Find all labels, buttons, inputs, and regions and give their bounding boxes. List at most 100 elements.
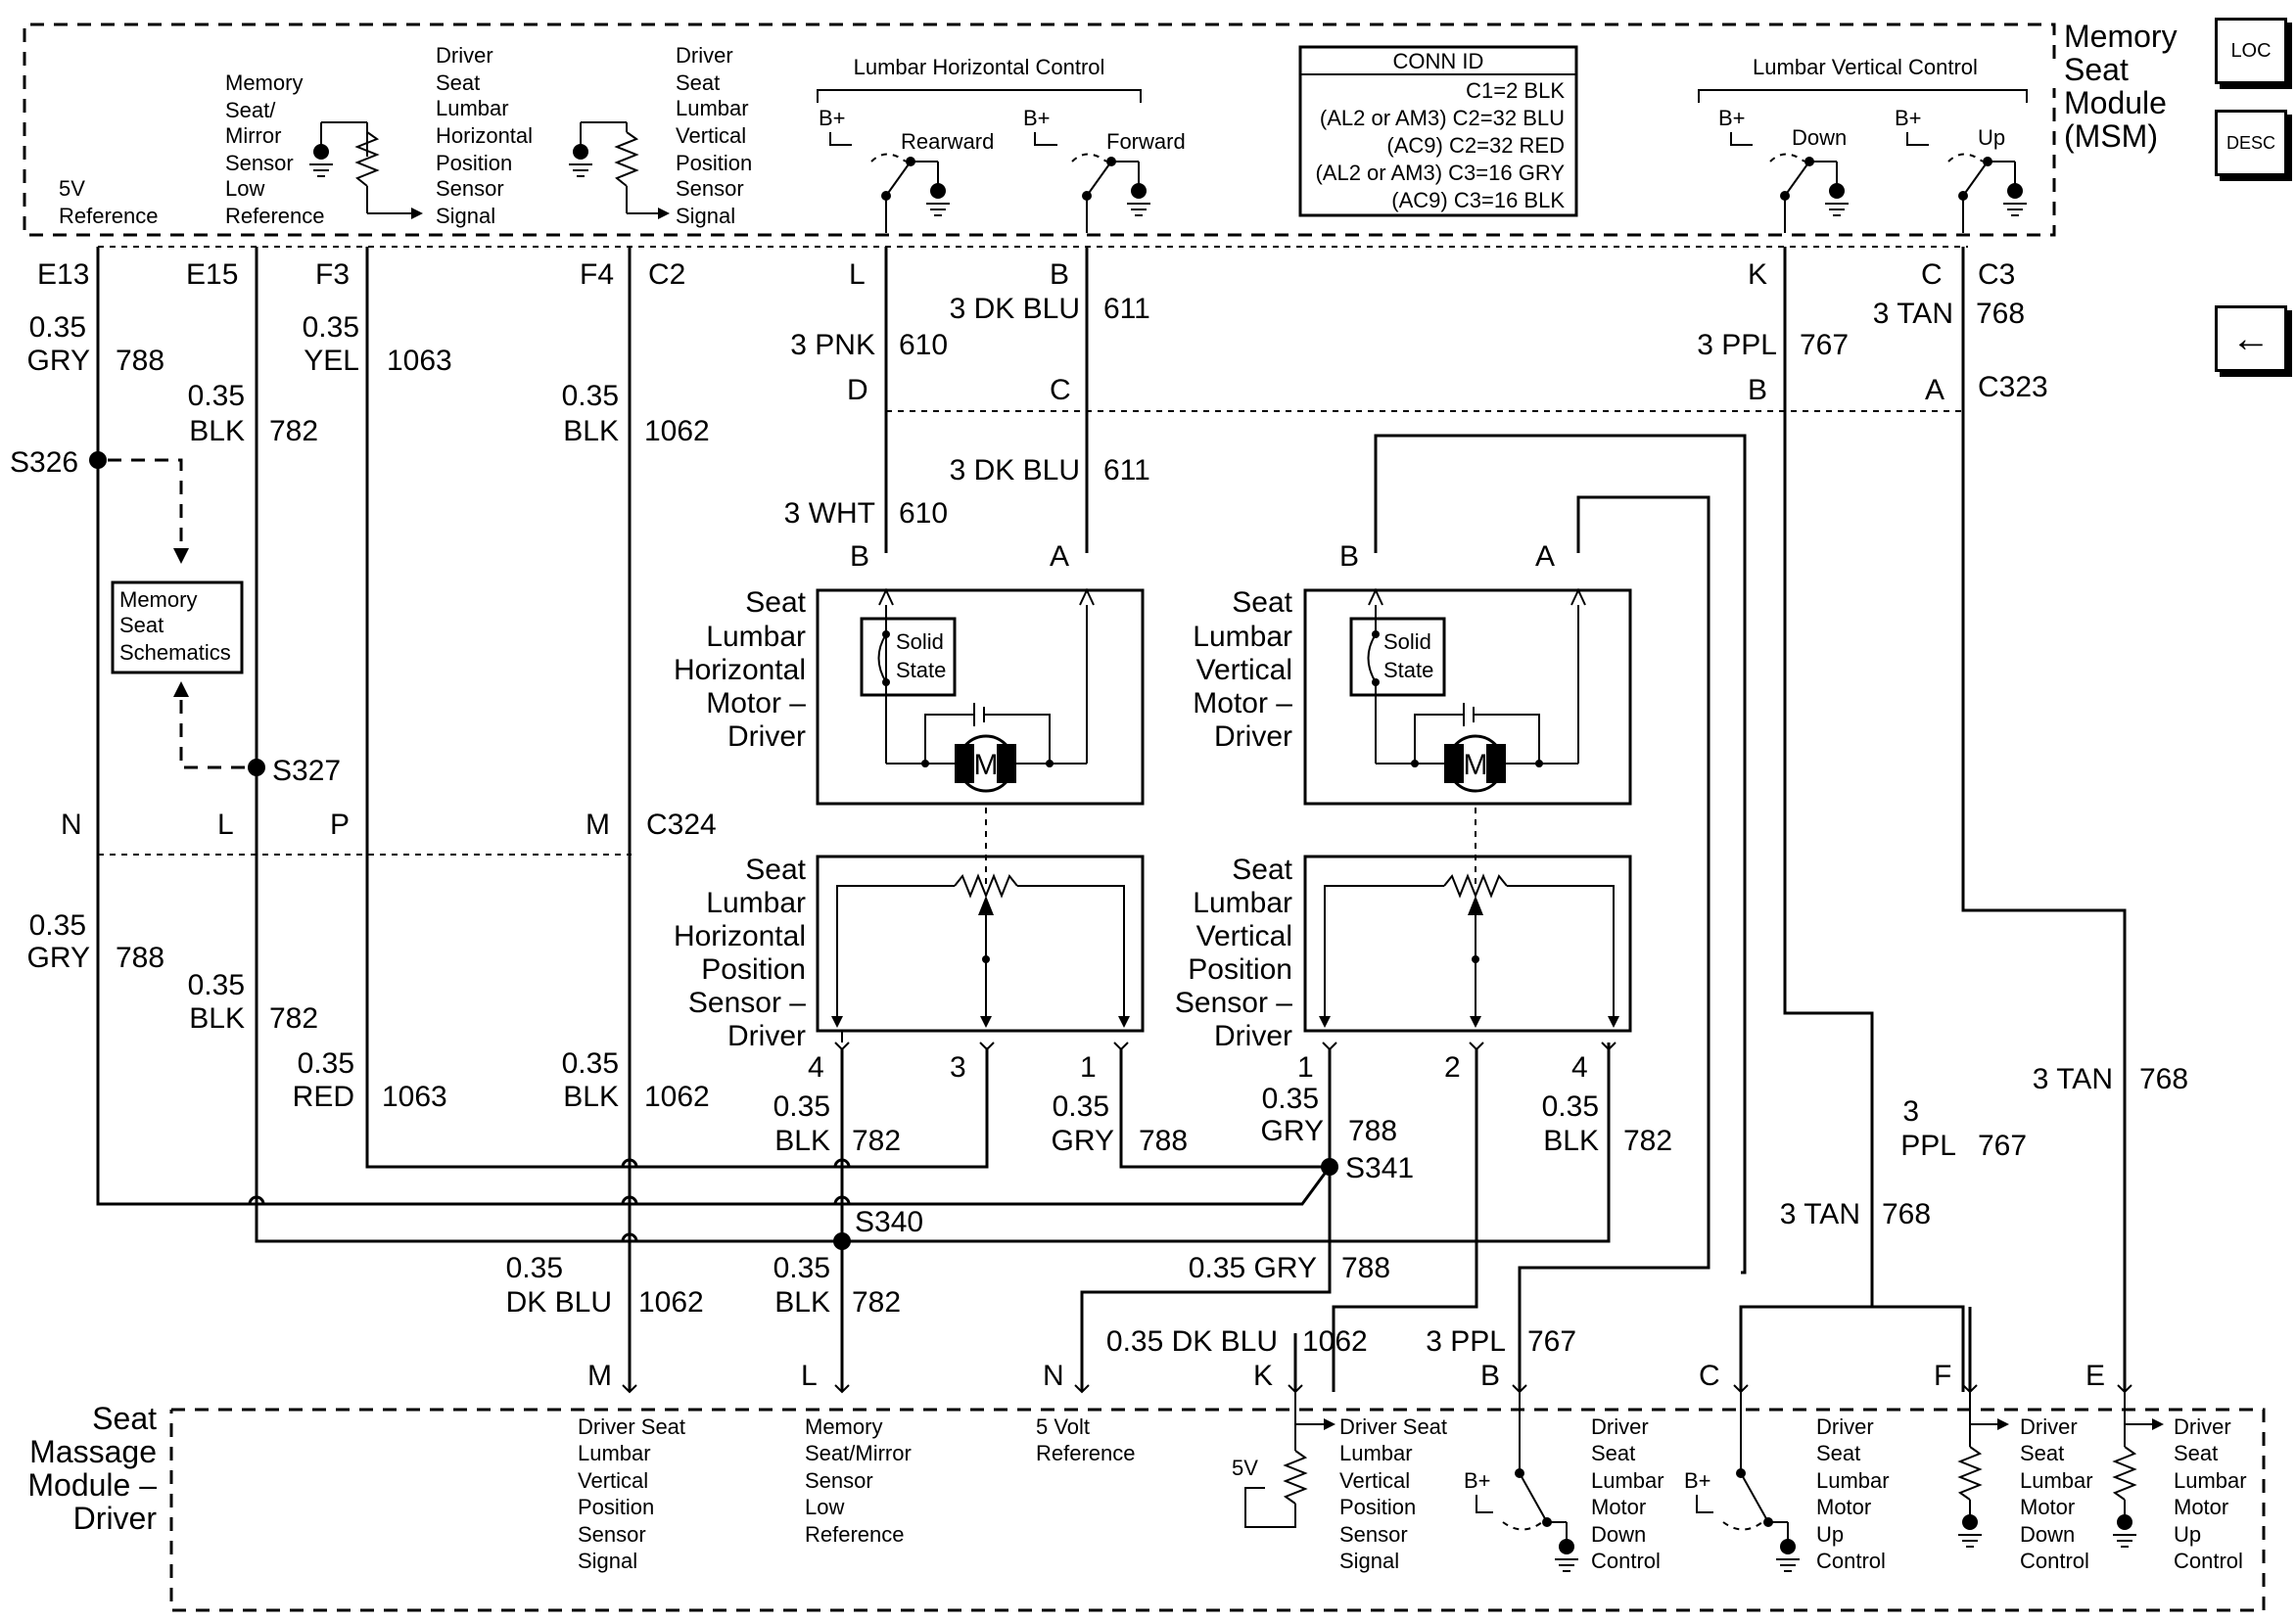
horizontal-sensor-label: Seat Lumbar Horizontal Position Sensor –… [674, 854, 807, 1052]
massage-vertical-signal-label: Driver Seat Lumbar Vertical Position Sen… [578, 1414, 685, 1573]
svg-text:Lumbar: Lumbar [676, 96, 749, 120]
svg-text:A: A [1535, 540, 1555, 573]
svg-text:Driver: Driver [436, 43, 493, 68]
wire-vert-motor-a [1518, 495, 1710, 1392]
msm-5v-reference-label: 5V Reference [59, 176, 159, 228]
svg-text:BLK: BLK [1543, 1125, 1599, 1157]
massage-down-control-switch: B+ Driver Seat Lumbar Motor Down Control [1464, 1392, 1664, 1573]
svg-text:Lumbar: Lumbar [1193, 621, 1292, 653]
svg-text:Sensor: Sensor [805, 1468, 873, 1493]
svg-text:Position: Position [676, 151, 752, 175]
svg-text:0.35: 0.35 [506, 1252, 563, 1284]
svg-text:Control: Control [1591, 1549, 1661, 1573]
back-button[interactable]: ← [2215, 305, 2287, 372]
svg-text:Signal: Signal [436, 204, 495, 228]
svg-text:Seat: Seat [1232, 854, 1292, 886]
svg-text:Vertical: Vertical [1196, 654, 1292, 686]
svg-text:YEL: YEL [304, 345, 359, 377]
svg-text:Reference: Reference [805, 1522, 905, 1547]
svg-text:1062: 1062 [644, 415, 710, 447]
svg-text:Lumbar: Lumbar [2020, 1468, 2093, 1493]
svg-text:Signal: Signal [1339, 1549, 1399, 1573]
svg-text:Seat: Seat [2064, 52, 2129, 87]
massage-module-outline [169, 1408, 2266, 1612]
wire-vert-motor-b [1374, 434, 1747, 1067]
svg-text:5V: 5V [1232, 1456, 1258, 1480]
svg-text:3: 3 [1902, 1095, 1919, 1128]
svg-text:Lumbar: Lumbar [2174, 1468, 2247, 1493]
svg-text:Position: Position [1188, 953, 1292, 986]
svg-text:E: E [2085, 1360, 2105, 1392]
svg-text:Up: Up [2174, 1522, 2201, 1547]
svg-text:S327: S327 [272, 755, 341, 787]
svg-text:611: 611 [1103, 454, 1150, 487]
svg-text:Lumbar Horizontal Control: Lumbar Horizontal Control [854, 55, 1105, 79]
svg-text:1062: 1062 [644, 1081, 710, 1113]
lumbar-vertical-control: Lumbar Vertical Control [1698, 55, 2028, 103]
massage-e-control-symbol: Driver Seat Lumbar Motor Up Control [2112, 1392, 2247, 1573]
wire-788-gry [96, 247, 1332, 1206]
svg-text:Vertical: Vertical [578, 1468, 648, 1493]
svg-text:C1=2 BLK: C1=2 BLK [1466, 78, 1565, 103]
splice-s327-link [173, 681, 265, 776]
svg-text:Down: Down [1591, 1522, 1646, 1547]
svg-text:L: L [849, 258, 866, 291]
svg-text:State: State [896, 658, 946, 682]
svg-text:3 TAN: 3 TAN [2033, 1063, 2113, 1095]
svg-text:Horizontal: Horizontal [674, 920, 806, 952]
wire-labels-bottom: 0.35 GRY 788 0.35 BLK 782 0.35 RED 1063 … [27, 909, 2189, 1358]
wire-crossings [248, 1158, 851, 1242]
desc-button-label: DESC [2226, 132, 2275, 153]
svg-text:1063: 1063 [382, 1081, 447, 1113]
desc-button[interactable]: DESC [2215, 110, 2287, 176]
loc-button[interactable]: LOC [2215, 18, 2287, 84]
svg-text:M: M [974, 749, 999, 781]
svg-text:B+: B+ [1895, 106, 1922, 130]
svg-text:Control: Control [1816, 1549, 1886, 1573]
svg-text:Reference: Reference [225, 204, 325, 228]
svg-text:B+: B+ [1464, 1468, 1491, 1493]
svg-text:GRY: GRY [27, 345, 90, 377]
memory-seat-schematics-box[interactable]: Memory Seat Schematics [111, 580, 244, 674]
svg-text:Driver: Driver [1214, 1020, 1292, 1052]
svg-text:782: 782 [1623, 1125, 1672, 1157]
svg-text:Motor –: Motor – [706, 687, 806, 719]
svg-text:B+: B+ [819, 106, 846, 130]
svg-text:Motor: Motor [2020, 1495, 2075, 1519]
msm-horizontal-sensor-symbol [309, 121, 423, 219]
svg-text:L: L [217, 809, 234, 841]
svg-text:Lumbar: Lumbar [1193, 887, 1292, 919]
svg-text:BLK: BLK [563, 1081, 619, 1113]
wire-767 [1739, 247, 1874, 1392]
msm-module-label: Memory Seat Module (MSM) [2064, 19, 2178, 154]
svg-text:Motor –: Motor – [1193, 687, 1292, 719]
svg-text:B: B [850, 540, 869, 573]
msm-vertical-signal-label: Driver Seat Lumbar Vertical Position Sen… [676, 43, 752, 228]
svg-text:Rearward: Rearward [901, 129, 994, 154]
svg-text:S326: S326 [10, 446, 78, 479]
svg-text:3 PNK: 3 PNK [790, 329, 875, 361]
svg-text:Memory: Memory [119, 587, 197, 612]
lumbar-horizontal-control: Lumbar Horizontal Control [817, 55, 1142, 103]
svg-text:GRY: GRY [27, 942, 90, 974]
svg-text:0.35: 0.35 [562, 380, 619, 412]
svg-text:Seat: Seat [2174, 1441, 2218, 1465]
svg-text:Sensor: Sensor [676, 176, 744, 201]
svg-text:N: N [61, 809, 82, 841]
svg-text:Forward: Forward [1106, 129, 1186, 154]
svg-text:Memory: Memory [805, 1414, 882, 1439]
svg-text:767: 767 [1978, 1130, 2027, 1162]
loc-button-label: LOC [2230, 39, 2272, 62]
horizontal-motor-label: Seat Lumbar Horizontal Motor – Driver [674, 586, 807, 753]
svg-text:Massage: Massage [29, 1434, 157, 1469]
svg-text:Sensor –: Sensor – [688, 987, 806, 1019]
splice-labels: S326 S327 S340 S341 [10, 446, 1414, 1238]
svg-text:F4: F4 [580, 258, 614, 291]
svg-text:Memory: Memory [225, 70, 303, 95]
svg-text:(AC9) C3=16 BLK: (AC9) C3=16 BLK [1391, 188, 1565, 212]
wire-767-vert-motor-b [1741, 1067, 1747, 1274]
svg-text:0.35: 0.35 [1053, 1090, 1109, 1123]
svg-text:Lumbar: Lumbar [1591, 1468, 1664, 1493]
svg-text:Sensor –: Sensor – [1175, 987, 1292, 1019]
svg-text:3 WHT: 3 WHT [784, 497, 875, 530]
